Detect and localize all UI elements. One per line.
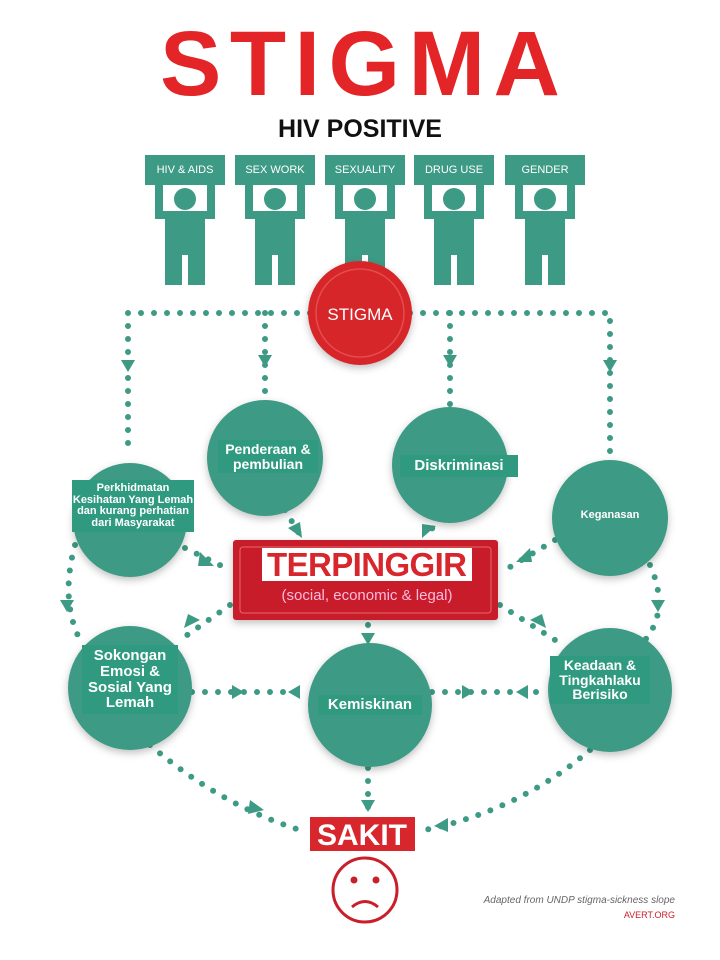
connector-terpinggir-keadaan [497, 602, 558, 643]
sign-label: SEXUALITY [334, 164, 396, 176]
node-keganasan: Keganasan [580, 509, 640, 521]
main-title: STIGMA [160, 13, 560, 115]
sad-face-icon [331, 856, 399, 924]
protester-figure [505, 155, 585, 285]
node-penderaan: Penderaan & pembulian [218, 440, 318, 474]
sign-label: HIV & AIDS [156, 164, 214, 176]
arrowheads [60, 355, 665, 832]
subtitle: HIV POSITIVE [278, 115, 442, 143]
protesters [145, 155, 585, 285]
connector-sokongan-sakit [147, 742, 303, 833]
protester-figure [145, 155, 225, 285]
sign-label: GENDER [521, 164, 569, 176]
node-sokongan: Sokongan Emosi & Sosial Yang Lemah [82, 645, 178, 714]
sakit-box [310, 817, 415, 851]
node-kemiskinan: Kemiskinan [318, 695, 422, 715]
connector-perkhidmatan-terpinggir [182, 545, 233, 573]
node-diskriminasi: Diskriminasi [400, 455, 518, 477]
footer-credit: Adapted from UNDP stigma-sickness slope [483, 895, 676, 906]
stigma-circle [308, 261, 412, 365]
connector-stigma-perkhidmatan [125, 310, 313, 458]
node-keadaan: Keadaan & Tingkahlaku Berisiko [550, 656, 650, 705]
connectors [65, 310, 662, 833]
sakit-label: SAKIT [317, 819, 407, 852]
terpinggir-title: TERPINGGIR [267, 546, 467, 583]
connector-keadaan-sakit [422, 747, 593, 833]
terpinggir-subtitle: (social, economic & legal) [282, 587, 453, 604]
node-perkhidmatan: Perkhidmatan Kesihatan Yang Lemah dan ku… [72, 480, 194, 533]
sign-label: DRUG USE [424, 164, 484, 176]
sign-label: SEX WORK [245, 164, 305, 176]
protester-figure [414, 155, 494, 285]
protester-figure [235, 155, 315, 285]
connector-perkhidmatan-sokongan [65, 542, 83, 643]
footer-source: AVERT.ORG [624, 910, 675, 920]
stigma-label: STIGMA [327, 305, 393, 324]
connector-stigma-keganasan [407, 310, 613, 463]
connector-terpinggir-sokongan [177, 602, 233, 643]
